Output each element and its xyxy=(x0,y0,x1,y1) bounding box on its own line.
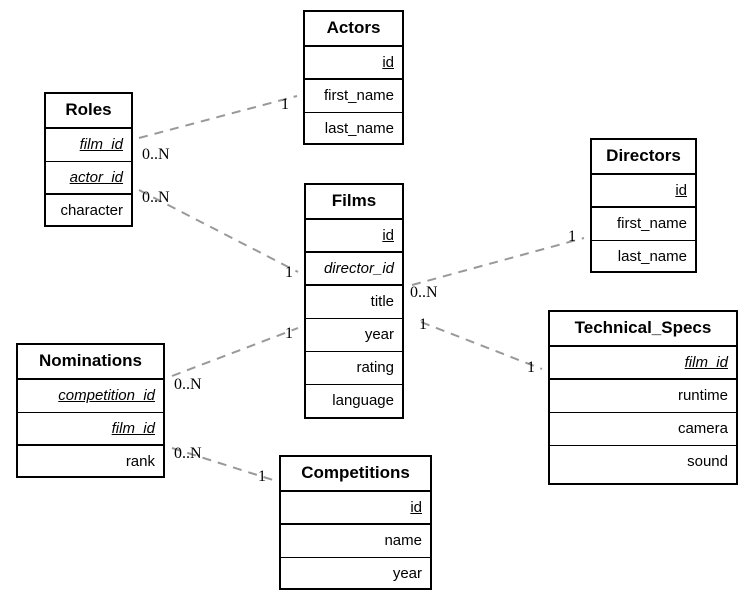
entity-title-roles: Roles xyxy=(46,94,131,129)
entity-competitions[interactable]: Competitions id name year xyxy=(279,455,432,590)
attribute-label: actor_id xyxy=(69,169,123,186)
cardinality-label-films-directors-to: 1 xyxy=(568,228,576,245)
entity-title-nominations: Nominations xyxy=(18,345,163,380)
attribute-row[interactable]: last_name xyxy=(592,241,695,274)
attribute-row[interactable]: rating xyxy=(306,352,402,385)
attribute-label: rating xyxy=(356,359,394,376)
cardinality-label-nominations-films-from: 0..N xyxy=(174,376,202,393)
entity-title-actors: Actors xyxy=(305,12,402,47)
relationship-line-nominations-films xyxy=(171,327,299,377)
attribute-label: id xyxy=(382,227,394,244)
cardinality-label-roles-films-to: 1 xyxy=(285,264,293,281)
attribute-row[interactable]: id xyxy=(281,492,430,525)
entity-title-directors: Directors xyxy=(592,140,695,175)
attribute-label: id xyxy=(410,499,422,516)
attribute-label: camera xyxy=(677,420,728,437)
attribute-label: director_id xyxy=(323,260,394,277)
attribute-row[interactable]: first_name xyxy=(592,208,695,241)
attribute-row[interactable]: name xyxy=(281,525,430,558)
attribute-row[interactable]: character xyxy=(46,195,131,228)
attribute-label: first_name xyxy=(616,215,687,232)
attribute-row[interactable]: director_id xyxy=(306,253,402,286)
attribute-row[interactable]: sound xyxy=(550,446,736,479)
entity-title-competitions: Competitions xyxy=(281,457,430,492)
attribute-row[interactable]: film_id xyxy=(18,413,163,446)
cardinality-label-nominations-films-to: 1 xyxy=(285,325,293,342)
entity-directors[interactable]: Directors id first_name last_name xyxy=(590,138,697,273)
attribute-row[interactable]: year xyxy=(306,319,402,352)
entity-roles[interactable]: Roles film_id actor_id character xyxy=(44,92,133,227)
attribute-label: runtime xyxy=(677,387,728,404)
attribute-label: sound xyxy=(687,453,728,470)
attribute-row[interactable]: runtime xyxy=(550,380,736,413)
cardinality-label-roles-films-from: 0..N xyxy=(142,189,170,206)
cardinality-label-roles-actors-from: 0..N xyxy=(142,146,170,163)
cardinality-label-films-technical-specs-to: 1 xyxy=(527,359,535,376)
attribute-label: year xyxy=(364,326,394,343)
entity-title-films: Films xyxy=(306,185,402,220)
relationship-line-roles-actors xyxy=(138,95,298,139)
entity-title-technical_specs: Technical_Specs xyxy=(550,312,736,347)
cardinality-label-nominations-competitions-from: 0..N xyxy=(174,445,202,462)
cardinality-label-nominations-competitions-to: 1 xyxy=(258,468,266,485)
attribute-label: id xyxy=(382,54,394,71)
attribute-label: rank xyxy=(125,453,155,470)
attribute-label: language xyxy=(332,392,394,409)
attribute-row[interactable]: title xyxy=(306,286,402,319)
relationship-line-films-technical-specs xyxy=(420,321,543,370)
attribute-label: year xyxy=(392,565,422,582)
attribute-row[interactable]: id xyxy=(592,175,695,208)
attribute-label: title xyxy=(370,293,394,310)
attribute-label: character xyxy=(60,202,123,219)
attribute-label: film_id xyxy=(684,354,728,371)
attribute-label: last_name xyxy=(324,120,394,137)
attribute-label: last_name xyxy=(617,248,687,265)
attribute-label: film_id xyxy=(111,420,155,437)
attribute-row[interactable]: actor_id xyxy=(46,162,131,195)
attribute-row[interactable]: language xyxy=(306,385,402,418)
attribute-row[interactable]: film_id xyxy=(550,347,736,380)
attribute-row[interactable]: rank xyxy=(18,446,163,479)
attribute-row[interactable]: year xyxy=(281,558,430,591)
attribute-label: name xyxy=(384,532,422,549)
entity-actors[interactable]: Actors id first_name last_name xyxy=(303,10,404,145)
attribute-row[interactable]: competition_id xyxy=(18,380,163,413)
cardinality-label-roles-actors-to: 1 xyxy=(281,96,289,113)
attribute-label: competition_id xyxy=(58,387,155,404)
attribute-row[interactable]: id xyxy=(305,47,402,80)
relationship-line-films-directors xyxy=(411,237,585,286)
attribute-label: film_id xyxy=(79,136,123,153)
cardinality-label-films-technical-specs-from: 1 xyxy=(419,316,427,333)
attribute-row[interactable]: last_name xyxy=(305,113,402,146)
attribute-row[interactable]: camera xyxy=(550,413,736,446)
cardinality-label-films-directors-from: 0..N xyxy=(410,284,438,301)
attribute-row[interactable]: film_id xyxy=(46,129,131,162)
attribute-row[interactable]: id xyxy=(306,220,402,253)
attribute-label: id xyxy=(675,182,687,199)
attribute-label: first_name xyxy=(323,87,394,104)
attribute-row[interactable]: first_name xyxy=(305,80,402,113)
